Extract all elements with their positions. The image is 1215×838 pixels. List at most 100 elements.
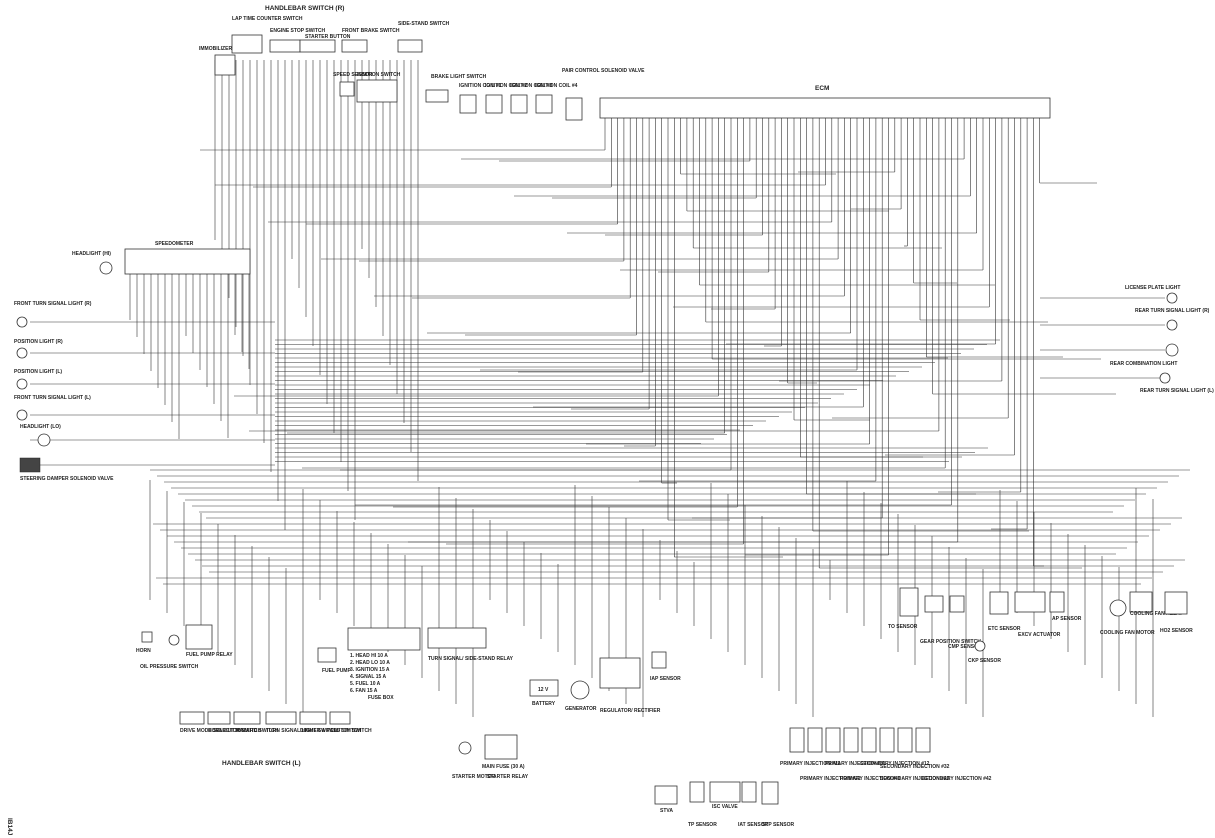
secondary-4-label: SECONDARY INJECTION #42	[922, 776, 992, 782]
steering-damper-icon	[19, 457, 41, 473]
license-plate-icon	[1166, 292, 1178, 304]
pair-valve-label: PAIR CONTROL SOLENOID VALVE	[562, 68, 645, 74]
handlebar-r-label: HANDLEBAR SWITCH (R)	[265, 5, 344, 12]
side-stand-switch	[397, 39, 423, 53]
engine-stop-label: ENGINE STOP SWITCH	[270, 28, 325, 34]
side-code: IB14J	[6, 818, 13, 836]
position-r-icon	[16, 347, 28, 359]
lap-timer-switch	[231, 34, 263, 54]
stva-box	[654, 785, 678, 805]
coil1-label: IGNITION COIL #1	[459, 83, 502, 89]
oil-pressure-icon	[168, 634, 180, 646]
front-turn-r-label: FRONT TURN SIGNAL LIGHT (R)	[14, 301, 92, 307]
ecm-box	[599, 97, 1051, 119]
position-r-label: POSITION LIGHT (R)	[14, 339, 63, 345]
hazard-label: HAZARD SWITCH	[236, 728, 279, 734]
fuel-pump-relay-box	[185, 624, 213, 650]
drive-mode-switch	[179, 711, 205, 725]
injector-box	[879, 727, 895, 753]
main-fuse-box	[484, 734, 518, 760]
speedometer-box	[124, 248, 251, 275]
ignition-switch-box	[356, 79, 398, 103]
exhaust-actuator-label: EXCV ACTUATOR	[1018, 632, 1061, 638]
starter-motor-icon	[458, 741, 472, 755]
secondary-1-label: SECONDARY INJECTION #12	[860, 761, 930, 767]
secondary-3-label: SECONDARY INJECTION #32	[880, 764, 950, 770]
primary-3-label: PRIMARY INJECTION #31	[825, 761, 886, 767]
battery-label: BATTERY	[532, 701, 556, 707]
gear-position-label: GEAR POSITION SWITCH	[920, 639, 981, 645]
starter-relay-label: STARTER RELAY	[487, 774, 529, 780]
rear-turn-r-icon	[1166, 319, 1178, 331]
fuse-line-2: 2. HEAD LO 10 A	[350, 660, 390, 666]
front-turn-r-icon	[16, 316, 28, 328]
cooling-fan-relay-box	[1129, 591, 1153, 613]
fuel-pump-box	[317, 647, 337, 663]
rear-combination-icon	[1165, 343, 1179, 357]
injector-box	[807, 727, 823, 753]
ho2-sensor-box	[1164, 591, 1188, 615]
coil4-box	[535, 94, 553, 114]
front-turn-l-label: FRONT TURN SIGNAL LIGHT (L)	[14, 395, 91, 401]
stva-label: STVA	[660, 808, 673, 814]
injector-box	[825, 727, 841, 753]
regulator-label: REGULATOR/ RECTIFIER	[600, 708, 661, 714]
stp-sensor-box	[761, 781, 779, 805]
injector-box	[915, 727, 931, 753]
primary-2-label: PRIMARY INJECTION #21	[800, 776, 861, 782]
ckp-sensor-label: CKP SENSOR	[968, 658, 1001, 664]
fuel-pump-label: FUEL PUMP	[322, 668, 351, 674]
gear-position-box	[924, 595, 944, 613]
ignition-switch-label: IGNITION SWITCH	[357, 72, 401, 78]
fuse-line-4: 4. SIGNAL 15 A	[350, 674, 387, 680]
turn-switch	[265, 711, 297, 725]
position-l-label: POSITION LIGHT (L)	[14, 369, 62, 375]
ckp-sensor-icon	[974, 640, 986, 652]
coil3-label: IGNITION COIL #3	[510, 83, 553, 89]
immobilizer-label: IMMOBILIZER	[199, 46, 232, 52]
headlight-lo-icon	[37, 433, 51, 447]
rear-turn-r-label: REAR TURN SIGNAL LIGHT (R)	[1135, 308, 1210, 314]
coil1-box	[459, 94, 477, 114]
tp-sensor-label: TP SENSOR	[688, 822, 717, 828]
fuse-line-3: 3. IGNITION 15 A	[350, 667, 390, 673]
turn-relay-label: TURN SIGNAL/ SIDE-STAND RELAY	[428, 656, 514, 662]
fuse-box-box	[347, 627, 421, 651]
pair-valve-box	[565, 97, 583, 121]
headlight-hi-label: HEADLIGHT (HI)	[72, 251, 111, 257]
starter-button-label: STARTER BUTTON	[305, 34, 351, 40]
dimmer-label: DIMMER & PASS SWITCH	[300, 728, 361, 734]
fuse-box-label: FUSE BOX	[368, 695, 394, 701]
injector-box	[843, 727, 859, 753]
engine-stop-switch	[269, 39, 301, 53]
isc-valve-box	[709, 781, 741, 803]
ho2-sensor-label: HO2 SENSOR	[1160, 628, 1193, 634]
rear-turn-l-label: REAR TURN SIGNAL LIGHT (L)	[1140, 388, 1214, 394]
front-brake-switch	[341, 39, 368, 53]
coil4-label: IGNITION COIL #4	[535, 83, 578, 89]
exhaust-actuator-box	[1014, 591, 1046, 613]
secondary-2-label: SECONDARY INJECTION #22	[880, 776, 950, 782]
clutch-label: CLUTCH SWITCH	[330, 728, 372, 734]
oil-pressure-label: OIL PRESSURE SWITCH	[140, 664, 199, 670]
front-turn-l-icon	[16, 409, 28, 421]
speed-sensor-box	[339, 81, 355, 97]
wire-harness	[30, 60, 1190, 717]
speedometer-label: SPEEDOMETER	[155, 241, 194, 247]
rear-turn-l-icon	[1159, 372, 1171, 384]
speed-sensor-label: SPEED SENSOR	[333, 72, 373, 78]
cooling-fan-relay-label: COOLING FAN RELAY	[1130, 611, 1183, 617]
lap-timer-label: LAP TIME COUNTER SWITCH	[232, 16, 303, 22]
battery-voltage: 12 V	[538, 687, 549, 693]
ap-sensor-label: AP SENSOR	[1052, 616, 1082, 622]
primary-4-label: PRIMARY INJECTION #41	[840, 776, 901, 782]
injector-box	[897, 727, 913, 753]
regulator-box	[599, 657, 641, 689]
turn-switch-label: TURN SIGNAL LIGHT SWITCH	[266, 728, 338, 734]
position-l-icon	[16, 378, 28, 390]
cooling-fan-icon	[1109, 599, 1127, 617]
coil2-box	[485, 94, 503, 114]
etc-sensor-box	[989, 591, 1009, 615]
rear-combination-label: REAR COMBINATION LIGHT	[1110, 361, 1177, 367]
fuse-line-1: 1. HEAD HI 10 A	[350, 653, 388, 659]
